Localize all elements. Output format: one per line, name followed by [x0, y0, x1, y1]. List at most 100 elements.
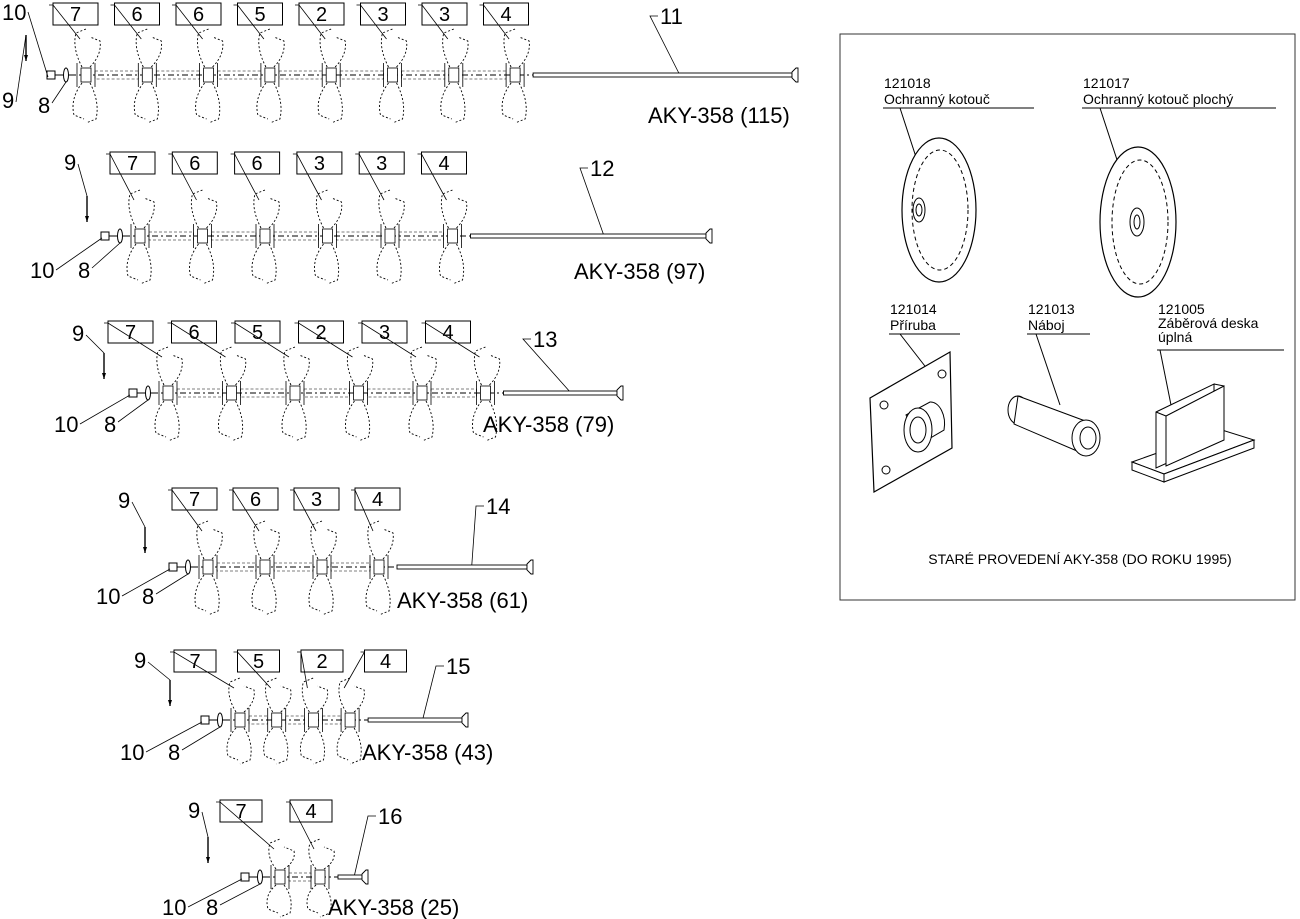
part-number: 6	[188, 322, 199, 344]
drive-shaft	[503, 390, 618, 396]
blade	[365, 574, 378, 612]
blade	[425, 354, 437, 386]
rotor-tube	[303, 388, 350, 398]
shaft-callout: 15	[446, 654, 470, 679]
blade	[273, 36, 285, 68]
old-version-panel: 121018 Ochranný kotouč 121017 Ochranný k…	[839, 33, 1296, 601]
blade	[154, 400, 167, 438]
blade	[72, 82, 85, 120]
part-number: 4	[380, 651, 391, 673]
blade	[135, 28, 148, 68]
blade	[336, 727, 349, 761]
blade	[258, 28, 271, 68]
shaft-end	[361, 869, 369, 885]
part-number: 5	[254, 4, 265, 26]
blade	[389, 243, 402, 285]
pin-callout: 9	[118, 488, 130, 513]
part-number-box: 4	[343, 649, 407, 689]
rotor-tube	[336, 231, 382, 241]
tiller-rotor	[317, 28, 346, 124]
part-name: Ochranný kotouč	[884, 91, 990, 107]
blade	[207, 574, 220, 616]
part-number-box: 2	[295, 2, 345, 40]
blade	[269, 82, 282, 124]
part-number: 7	[70, 4, 81, 26]
model-label: AKY-358 (115)	[648, 103, 790, 128]
blade	[219, 346, 232, 386]
blade	[189, 243, 201, 281]
part-code: 121005	[1158, 301, 1205, 317]
tiller-rotor	[195, 28, 224, 124]
pin-callout: 9	[2, 88, 14, 113]
part-code: 121013	[1028, 301, 1075, 317]
blade	[306, 884, 319, 914]
rotor-tube	[176, 388, 223, 398]
blade	[268, 528, 280, 560]
hub-nut-icon	[240, 872, 250, 882]
blade	[349, 727, 362, 765]
shaft-end	[616, 385, 624, 401]
part-number-box: 7	[104, 320, 163, 358]
model-label: AKY-358 (43)	[362, 740, 493, 765]
blade	[317, 685, 329, 713]
blade	[298, 354, 310, 386]
blade	[218, 400, 230, 438]
part-number: 3	[314, 153, 325, 175]
blade	[195, 82, 207, 120]
shaft-end	[461, 712, 469, 728]
blade	[392, 82, 405, 124]
shaft-callout: 12	[590, 156, 614, 181]
blade	[211, 528, 223, 560]
flange-icon	[145, 385, 151, 401]
part-number: 4	[438, 153, 449, 175]
shaft-end	[705, 228, 713, 244]
part-121005: 121005 Záběrová deska úplná	[1130, 301, 1284, 483]
tiller-rotor	[440, 28, 469, 124]
drive-shaft	[337, 874, 363, 880]
blade	[308, 574, 321, 612]
hub-callout: 10	[162, 895, 186, 919]
tiller-rotor	[72, 28, 101, 124]
blade	[171, 354, 183, 386]
blade	[194, 574, 207, 612]
rotor-tube	[248, 715, 269, 725]
model-label: AKY-358 (97)	[574, 259, 705, 284]
part-number-box: 7	[49, 2, 99, 40]
rotor-tube	[367, 388, 414, 398]
blade	[279, 884, 292, 918]
shield-disc-icon	[901, 137, 977, 283]
part-code: 121014	[890, 301, 937, 317]
tiller-rotor	[299, 677, 329, 765]
blade	[299, 727, 312, 761]
flange-icon	[117, 228, 123, 244]
part-number-box: 6	[167, 320, 226, 358]
blade	[452, 243, 465, 285]
blade	[197, 28, 209, 68]
hub-callout: 10	[54, 412, 78, 437]
blade	[264, 574, 277, 616]
blade	[280, 685, 292, 713]
part-number: 3	[439, 4, 450, 26]
shaft-end	[526, 559, 534, 575]
part-number-box: 3	[292, 151, 343, 201]
blade	[485, 400, 498, 442]
blade	[264, 243, 277, 285]
old-version-caption: STARÉ PROVEDENÍ AKY-358 (DO ROKU 1995)	[928, 551, 1231, 567]
part-name-2: úplná	[1158, 329, 1192, 345]
part-121018: 121018 Ochranný kotouč	[883, 75, 1034, 283]
rotor-tube	[430, 388, 477, 398]
part-121013: 121013 Náboj	[1007, 301, 1101, 457]
blade	[315, 189, 328, 229]
blade	[301, 677, 314, 713]
blade	[268, 838, 281, 870]
part-code: 121017	[1083, 75, 1130, 91]
blade	[382, 528, 394, 560]
blade	[294, 400, 307, 442]
part-number: 2	[315, 322, 326, 344]
blade	[283, 846, 295, 870]
part-number: 3	[376, 153, 387, 175]
blade	[338, 677, 351, 713]
blade	[147, 82, 159, 124]
